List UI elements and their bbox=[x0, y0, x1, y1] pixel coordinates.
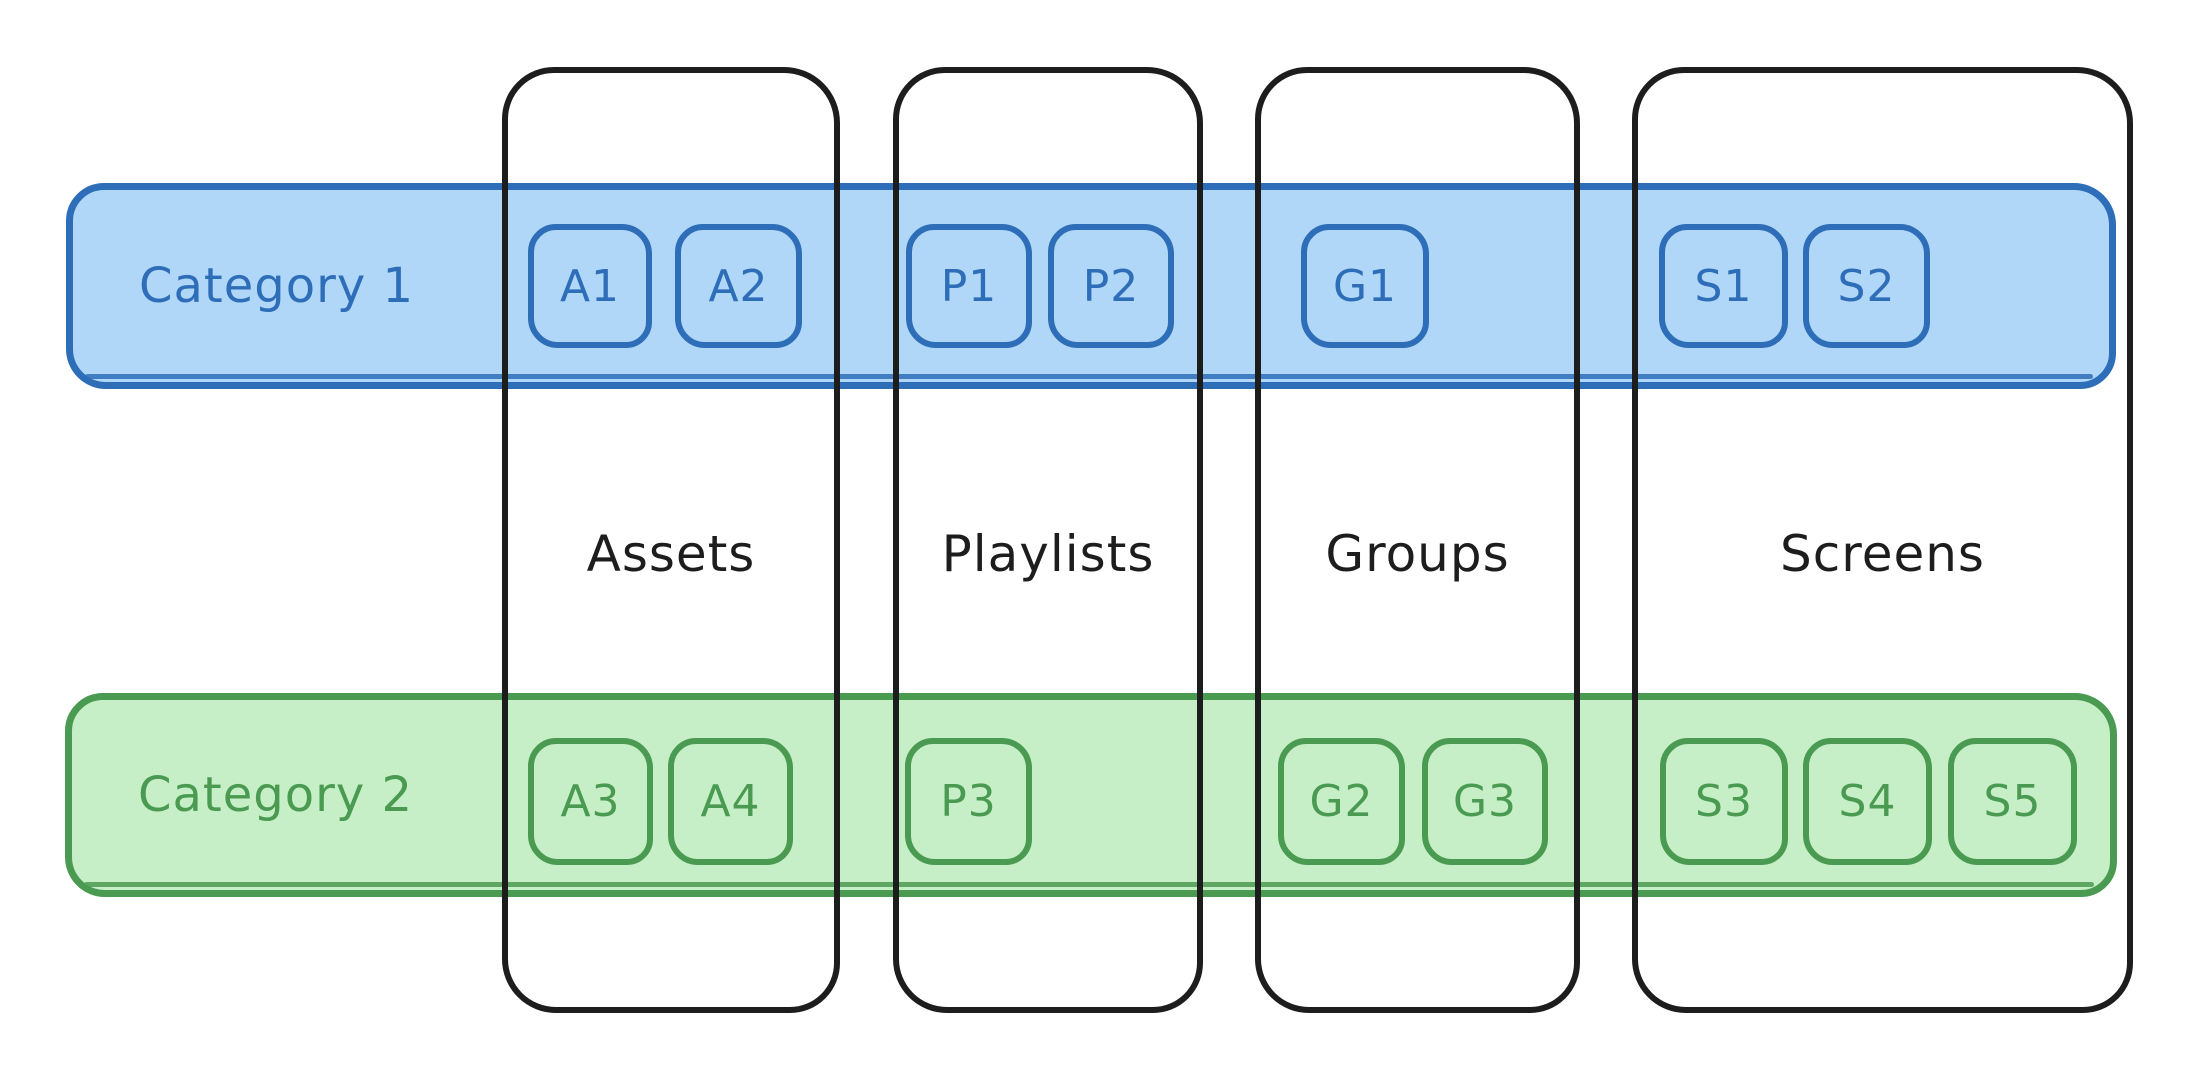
item-box-s1: S1 bbox=[1659, 224, 1788, 348]
item-box-p1: P1 bbox=[906, 224, 1032, 348]
item-label: S4 bbox=[1838, 776, 1897, 827]
item-box-g3: G3 bbox=[1422, 738, 1548, 865]
item-label: P2 bbox=[1082, 260, 1140, 312]
item-label: A1 bbox=[559, 260, 621, 312]
item-box-s2: S2 bbox=[1803, 224, 1930, 348]
item-box-a4: A4 bbox=[668, 738, 793, 865]
item-box-s4: S4 bbox=[1803, 738, 1932, 865]
item-label: G1 bbox=[1332, 260, 1398, 312]
category-label: Category 1 bbox=[139, 258, 415, 314]
item-label: G2 bbox=[1309, 776, 1374, 827]
column-label-screens: Screens bbox=[1780, 525, 1985, 583]
item-label: S2 bbox=[1837, 260, 1896, 312]
column-groups bbox=[1255, 67, 1580, 1013]
category-label: Category 2 bbox=[138, 767, 414, 823]
item-box-s5: S5 bbox=[1948, 738, 2077, 865]
item-label: P1 bbox=[940, 260, 998, 312]
item-label: A3 bbox=[560, 776, 621, 827]
item-box-g2: G2 bbox=[1278, 738, 1405, 865]
column-label-groups: Groups bbox=[1325, 525, 1510, 583]
item-label: A4 bbox=[700, 776, 761, 827]
item-box-a2: A2 bbox=[675, 224, 802, 348]
item-label: P3 bbox=[940, 776, 997, 827]
item-box-g1: G1 bbox=[1301, 224, 1429, 348]
column-screens bbox=[1632, 67, 2133, 1013]
item-label: A2 bbox=[708, 260, 769, 312]
item-box-a3: A3 bbox=[528, 738, 653, 865]
column-label-playlists: Playlists bbox=[941, 525, 1155, 583]
item-label: S5 bbox=[1983, 776, 2042, 827]
item-label: S3 bbox=[1695, 776, 1753, 827]
column-assets bbox=[502, 67, 840, 1013]
item-box-a1: A1 bbox=[528, 224, 652, 348]
item-box-p3: P3 bbox=[905, 738, 1032, 865]
item-box-s3: S3 bbox=[1660, 738, 1788, 865]
column-label-assets: Assets bbox=[586, 525, 756, 583]
item-box-p2: P2 bbox=[1048, 224, 1174, 348]
item-label: G3 bbox=[1452, 776, 1518, 827]
item-label: S1 bbox=[1694, 260, 1753, 312]
column-playlists bbox=[893, 67, 1203, 1013]
